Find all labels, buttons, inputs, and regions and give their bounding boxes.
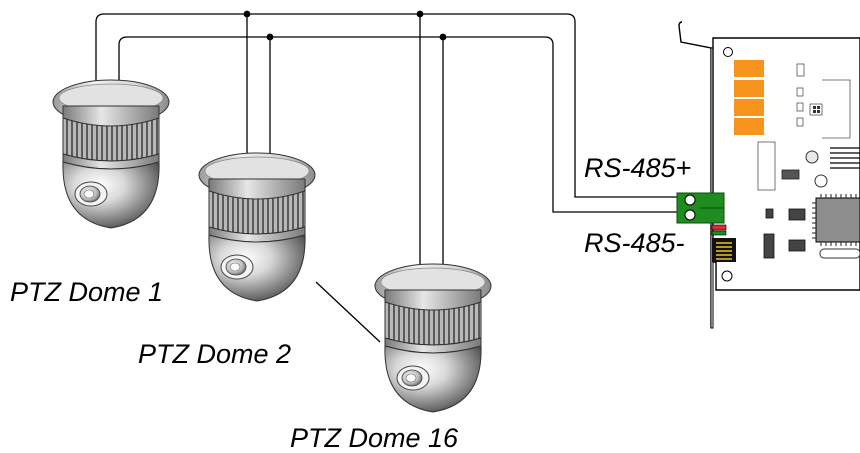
rs485-plus-label: RS-485+ <box>584 153 692 183</box>
ptz-dome-2-label: PTZ Dome 2 <box>138 339 292 369</box>
wire-junctions <box>243 10 447 41</box>
orange-led-block <box>734 60 764 135</box>
ptz-dome-16-label: PTZ Dome 16 <box>290 423 459 453</box>
ptz-dome-16-camera <box>374 263 492 413</box>
pin-header <box>712 238 736 262</box>
ptz-dome-1-camera <box>52 79 170 229</box>
ptz-dome-1-label: PTZ Dome 1 <box>10 277 164 307</box>
terminal-block <box>676 192 725 224</box>
processor-chip <box>812 194 860 246</box>
rs485-minus-label: RS-485- <box>584 228 685 258</box>
capture-card <box>676 21 860 329</box>
ptz-dome-2-camera <box>198 152 316 302</box>
rs485-wiring <box>95 13 682 343</box>
